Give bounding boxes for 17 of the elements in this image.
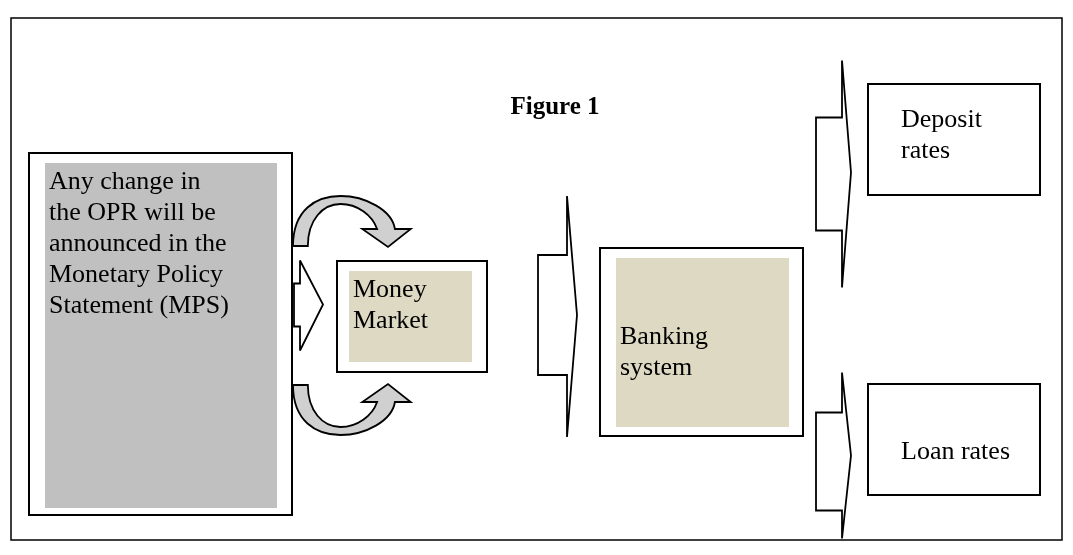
process-box [599, 247, 804, 437]
process-box [336, 260, 488, 373]
curved-block-arrow [292, 195, 412, 248]
process-box [867, 383, 1041, 496]
curved-block-arrow [292, 383, 412, 436]
block-arrow [293, 259, 324, 352]
box-label: Deposit rates [901, 103, 983, 165]
block-arrow [537, 195, 578, 438]
box-label: Banking system [620, 320, 710, 382]
box-label: Loan rates [901, 435, 1011, 466]
box-label: Money Market [353, 273, 430, 335]
box-label: Any change in the OPR will be announced in the Monetary Policy Statement (MPS) [49, 165, 230, 320]
process-box [28, 152, 293, 516]
block-arrow [815, 371, 852, 540]
process-box [867, 83, 1041, 196]
figure-title: Figure 1 [509, 92, 601, 120]
block-arrow [815, 59, 852, 289]
